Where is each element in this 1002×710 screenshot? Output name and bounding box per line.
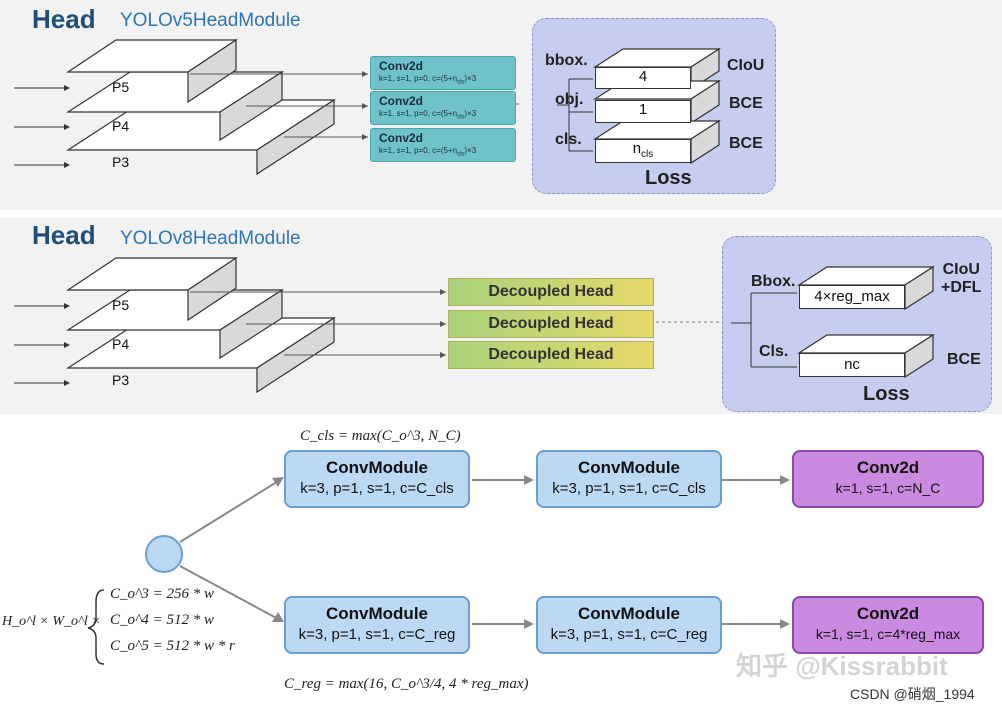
yolov8-loss-panel: 4×reg_max nc Bbox. Cls. CIoU +DFL BCE Lo… [722, 236, 992, 412]
branch-label-cls: cls. [555, 131, 582, 148]
decoupled-connectors [87, 475, 790, 665]
loss-title: Loss [645, 167, 692, 189]
yolov8-pyramid-graphic [14, 256, 720, 394]
yolov5-loss-panel: 4 1 ncls bbox. obj. cls. CIoU BCE BCE Lo… [532, 18, 776, 194]
conv2d-title: Conv2d [379, 59, 424, 73]
branch-label-obj: obj. [555, 91, 584, 108]
conv2d-title: Conv2d [379, 131, 424, 145]
yolov5-level-p3: P3 [112, 154, 130, 170]
cls-convmodule-1: ConvModule k=3, p=1, s=1, c=C_cls [284, 450, 470, 508]
yolov8-level-p5: P5 [112, 297, 130, 313]
yolov5-head-title: Head [32, 4, 96, 34]
reg-convmodule-2: ConvModule k=3, p=1, s=1, c=C_reg [536, 596, 722, 654]
conv2d-title: Conv2d [379, 94, 424, 108]
loss-value-obj: 1 [595, 100, 691, 123]
credit: CSDN @硝烟_1994 [850, 686, 975, 702]
channel-c4: C_o^4 = 512 * w [110, 612, 214, 628]
loss-type-bce: BCE [947, 351, 981, 368]
yolov8-level-p3: P3 [112, 372, 130, 388]
branch-label-cls: Cls. [759, 343, 789, 360]
channel-c5: C_o^5 = 512 * w * r [110, 638, 235, 654]
decoupled-head-box: Decoupled Head [448, 310, 654, 338]
yolov8-head-title: Head [32, 220, 96, 250]
decoupled-head-box: Decoupled Head [448, 278, 654, 306]
yolov5-conv2d-box: Conv2d k=1, s=1, p=0, c=(5+ncls)×3 [370, 91, 516, 125]
yolov5-pyramid-graphic [14, 38, 520, 176]
loss-value-bbox: 4×reg_max [799, 285, 905, 309]
cls-convmodule-2: ConvModule k=3, p=1, s=1, c=C_cls [536, 450, 722, 508]
reg-channel-formula: C_reg = max(16, C_o^3/4, 4 * reg_max) [284, 676, 529, 692]
loss-value-cls: nc [799, 353, 905, 377]
cls-channel-formula: C_cls = max(C_o^3, N_C) [300, 428, 461, 444]
yolov8-loss-graphic [731, 265, 936, 379]
loss-type-ciou: CIoU [727, 57, 765, 74]
watermark: 知乎 @Kissrabbit [736, 651, 948, 681]
reg-conv2d: Conv2d k=1, s=1, c=4*reg_max [792, 596, 984, 654]
cls-conv2d: Conv2d k=1, s=1, c=N_C [792, 450, 984, 508]
yolov8-panel: Head YOLOv8HeadModule P5 P4 P3 Decoupled… [0, 218, 1002, 414]
branch-label-bbox: bbox. [545, 52, 588, 69]
channel-c3: C_o^3 = 256 * w [110, 586, 214, 602]
decoupled-head-box: Decoupled Head [448, 341, 654, 369]
yolov5-conv2d-box: Conv2d k=1, s=1, p=0, c=(5+ncls)×3 [370, 56, 516, 90]
loss-type-bce: BCE [729, 135, 763, 152]
yolov5-panel: Head YOLOv5HeadModule P5 P4 P3 Conv2d k=… [0, 0, 1002, 210]
loss-type-ciou-dfl: CIoU +DFL [941, 261, 982, 296]
loss-value-cls: ncls [595, 139, 691, 163]
yolov5-module-name: YOLOv5HeadModule [120, 10, 301, 31]
loss-value-bbox: 4 [595, 67, 691, 89]
conv2d-params: k=1, s=1, p=0, c=(5+ncls)×3 [379, 74, 477, 86]
yolov5-level-p4: P4 [112, 118, 130, 134]
loss-title: Loss [863, 383, 910, 405]
loss-type-bce: BCE [729, 95, 763, 112]
decoupled-head-diagram: C_cls = max(C_o^3, N_C) C_reg = max(16, … [0, 414, 1002, 710]
conv2d-params: k=1, s=1, p=0, c=(5+ncls)×3 [379, 146, 477, 158]
input-shape-formula: H_o^l × W_o^l × [2, 614, 101, 629]
conv2d-params: k=1, s=1, p=0, c=(5+ncls)×3 [379, 109, 477, 121]
reg-convmodule-1: ConvModule k=3, p=1, s=1, c=C_reg [284, 596, 470, 654]
branch-label-bbox: Bbox. [751, 273, 796, 290]
yolov8-module-name: YOLOv8HeadModule [120, 228, 301, 249]
yolov5-conv2d-box: Conv2d k=1, s=1, p=0, c=(5+ncls)×3 [370, 128, 516, 162]
yolov5-level-p5: P5 [112, 79, 130, 95]
yolov8-level-p4: P4 [112, 336, 130, 352]
